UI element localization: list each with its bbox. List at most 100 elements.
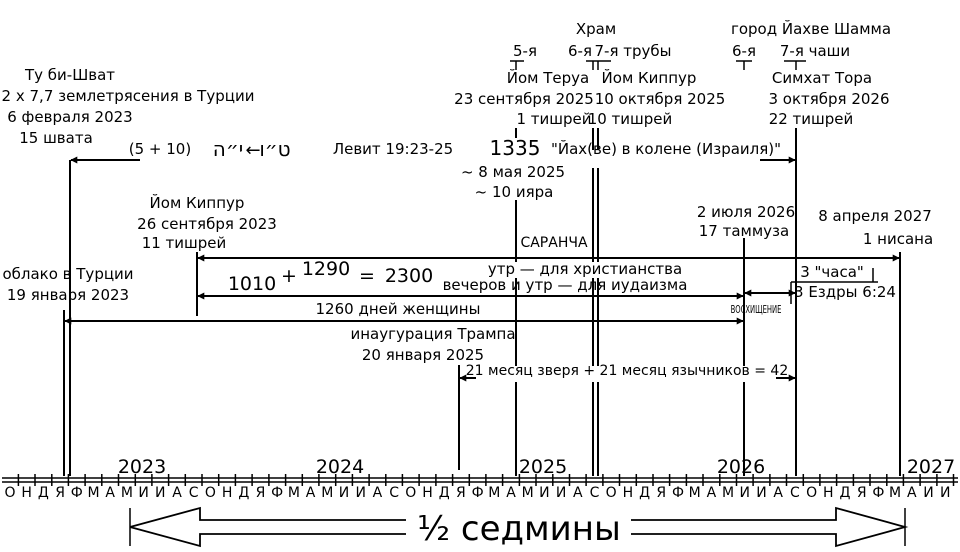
- simchat-num: 6-я: [732, 42, 756, 60]
- month-label: О: [205, 485, 216, 501]
- month-label: Н: [21, 485, 32, 501]
- month-label: А: [573, 485, 583, 501]
- month-label: О: [405, 485, 416, 501]
- trump-date: 20 января 2025: [362, 346, 484, 364]
- month-label: Ф: [672, 485, 684, 501]
- month-label: И: [138, 485, 148, 501]
- cloud-name: облако в Турции: [2, 265, 133, 283]
- month-label: М: [321, 485, 333, 501]
- leviticus-formula: (5 + 10): [129, 140, 191, 158]
- hebrew-15: ט״ו: [259, 137, 290, 161]
- month-label: И: [155, 485, 165, 501]
- year-2024: 2024: [316, 456, 364, 478]
- eq-1010: 1010: [228, 273, 276, 295]
- beast-text: 21 месяц зверя + 21 месяц язычников = 42: [466, 363, 789, 379]
- cloud-date: 19 января 2023: [7, 286, 129, 304]
- tu-bishvat-desc: 2 х 7,7 землетрясения в Турции: [2, 87, 255, 105]
- month-label: М: [87, 485, 99, 501]
- month-label: Ф: [271, 485, 283, 501]
- simchat-date: 3 октября 2026: [768, 90, 889, 108]
- month-label: Я: [55, 485, 65, 501]
- month-label: М: [121, 485, 133, 501]
- month-label: Я: [456, 485, 466, 501]
- year-2025: 2025: [519, 456, 567, 478]
- year-2023: 2023: [118, 456, 166, 478]
- yom-terua-name: Йом Теруа: [507, 68, 589, 87]
- month-label: А: [907, 485, 917, 501]
- month-label: Н: [422, 485, 433, 501]
- month-label: И: [740, 485, 750, 501]
- month-label: А: [172, 485, 182, 501]
- hours-box: [790, 281, 878, 304]
- bowls-label: 7-я чаши: [780, 42, 850, 60]
- month-label: С: [590, 485, 600, 501]
- simchat-7-bracket: [784, 60, 806, 70]
- month-label: С: [389, 485, 399, 501]
- month-label: А: [306, 485, 316, 501]
- christian-text-gap: [490, 262, 690, 278]
- terua-bracket: [510, 60, 524, 70]
- yom-kippur-2023-heb: 11 тишрей: [142, 234, 227, 252]
- hebrew-yah: י״ה: [213, 137, 243, 161]
- yom-kippur-2025-num: 6-я: [568, 42, 592, 60]
- yom-kippur-2025-date: 10 октября 2025: [595, 90, 726, 108]
- month-label: О: [4, 485, 15, 501]
- tu-bishvat-heb: 15 швата: [19, 129, 93, 147]
- leviticus-text-gap: [128, 150, 768, 168]
- month-label: Ф: [872, 485, 884, 501]
- month-label: И: [355, 485, 365, 501]
- month-label: М: [288, 485, 300, 501]
- locust-gap: [510, 232, 590, 254]
- month-label: И: [756, 485, 766, 501]
- april-date: 8 апреля 2027: [818, 207, 932, 225]
- month-label: М: [889, 485, 901, 501]
- month-label: С: [189, 485, 199, 501]
- beast-text-gap: [476, 366, 776, 382]
- trump-name: инаугурация Трампа: [350, 325, 515, 343]
- yom-kippur-2023-date: 26 сентября 2023: [137, 215, 277, 233]
- month-label: И: [923, 485, 933, 501]
- eq-1290: 1290: [302, 258, 350, 280]
- kippur-bracket: [586, 60, 611, 70]
- hours-ref: 3 Ездры 6:24: [794, 283, 896, 301]
- month-label: Ф: [71, 485, 83, 501]
- month-label: И: [940, 485, 950, 501]
- month-label: Д: [38, 485, 49, 501]
- eq-plus: +: [281, 265, 297, 287]
- leviticus-ref: Левит 19:23-25: [333, 140, 453, 158]
- month-label: Н: [823, 485, 834, 501]
- woman-text: 1260 дней женщины: [316, 300, 481, 318]
- yom-kippur-2025-name: Йом Киппур: [602, 68, 697, 87]
- month-label: Н: [623, 485, 634, 501]
- count-1335: 1335: [490, 136, 541, 160]
- month-label: Д: [639, 485, 650, 501]
- month-label: Я: [656, 485, 666, 501]
- tu-bishvat-date: 6 февраля 2023: [7, 108, 132, 126]
- month-label: Д: [439, 485, 450, 501]
- month-label: О: [806, 485, 817, 501]
- yom-kippur-2025-heb: 10 тишрей: [588, 110, 673, 128]
- locust-label: САРАНЧА: [520, 235, 587, 251]
- yom-terua-num: 5-я: [513, 42, 537, 60]
- simchat-6-bracket: [736, 60, 752, 70]
- month-label: А: [105, 485, 115, 501]
- month-label: М: [689, 485, 701, 501]
- month-label: М: [722, 485, 734, 501]
- month-label: И: [539, 485, 549, 501]
- month-label: И: [556, 485, 566, 501]
- yom-terua-heb: 1 тишрей: [516, 110, 591, 128]
- month-label: А: [373, 485, 383, 501]
- month-label: А: [707, 485, 717, 501]
- month-label: Н: [222, 485, 233, 501]
- month-label: С: [790, 485, 800, 501]
- trumpets-label: 7-я трубы: [595, 42, 672, 60]
- christian-text: утр — для христианства: [488, 260, 682, 278]
- month-label: О: [606, 485, 617, 501]
- eq-2300: 2300: [385, 265, 433, 287]
- leviticus-text: "Йах(ве) в колене (Израиля)": [551, 139, 781, 158]
- month-label: Д: [840, 485, 851, 501]
- eq-equals: =: [359, 265, 375, 287]
- yom-terua-date: 23 сентября 2025: [454, 90, 594, 108]
- year-2027: 2027: [907, 456, 955, 478]
